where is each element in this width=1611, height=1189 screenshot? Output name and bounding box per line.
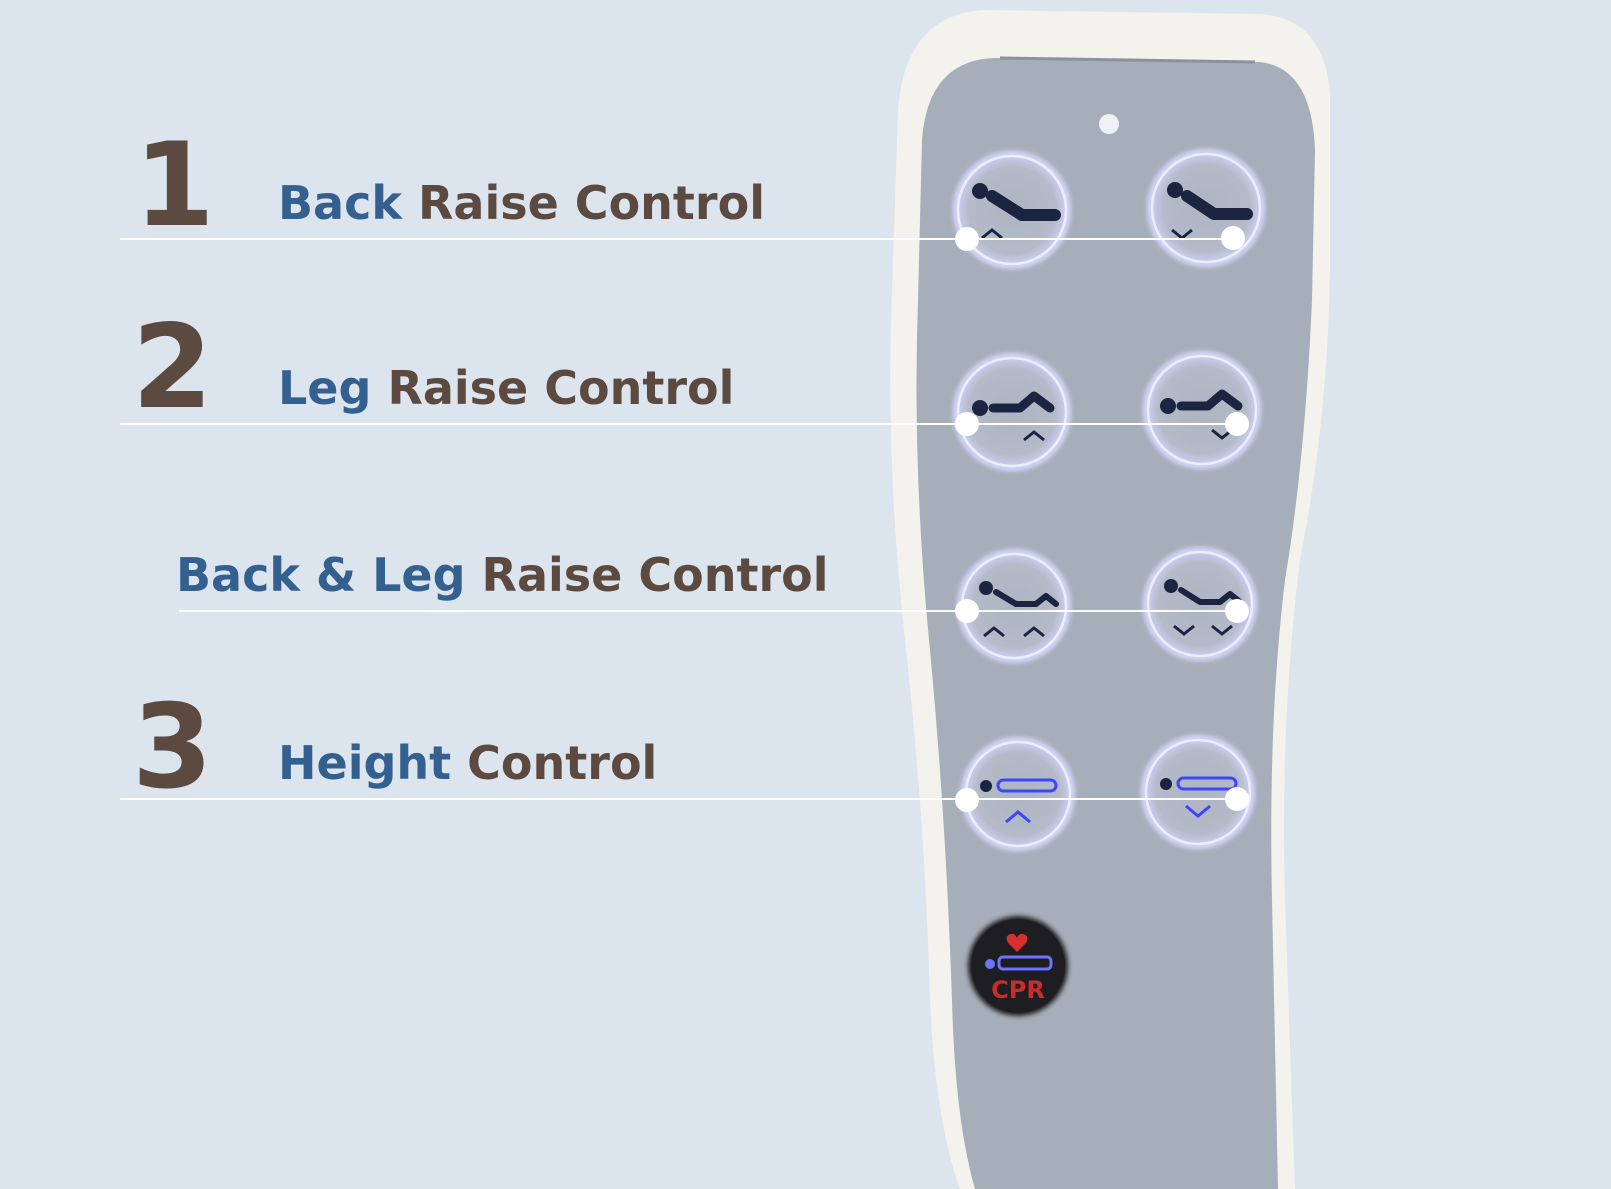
section-number-2: 2	[132, 300, 213, 435]
section-number-3: 3	[132, 680, 213, 815]
height-up-icon[interactable]	[961, 737, 1075, 851]
leg-raise-up-icon[interactable]	[953, 353, 1071, 471]
cpr-label: CPR	[991, 976, 1045, 1004]
leader-line-leg	[120, 412, 1249, 436]
back-leg-raise-up-icon[interactable]	[957, 549, 1071, 663]
section-label-leg-raise: Leg Raise Control	[278, 365, 734, 411]
leader-line-back-leg	[179, 599, 1249, 623]
label-rest: Control	[451, 736, 658, 790]
heart-icon	[1006, 933, 1028, 952]
status-led-icon	[1099, 114, 1119, 134]
label-highlight: Back & Leg	[176, 548, 466, 602]
section-number-1: 1	[134, 118, 215, 253]
section-label-height: Height Control	[278, 740, 657, 786]
label-highlight: Back	[278, 176, 402, 230]
section-label-back-leg-raise: Back & Leg Raise Control	[176, 552, 829, 598]
label-rest: Raise Control	[371, 361, 735, 415]
label-highlight: Leg	[278, 361, 372, 415]
back-raise-up-icon[interactable]	[953, 151, 1071, 269]
label-rest: Raise Control	[401, 176, 765, 230]
leader-line-height	[120, 787, 1249, 812]
remote-face	[916, 58, 1315, 1189]
leg-raise-down-icon[interactable]	[1143, 351, 1261, 469]
back-leg-raise-down-icon[interactable]	[1143, 547, 1257, 661]
label-rest: Raise Control	[465, 548, 829, 602]
section-label-back-raise: Back Raise Control	[278, 180, 765, 226]
back-raise-down-icon[interactable]	[1147, 149, 1265, 267]
cpr-button[interactable]: CPR	[968, 916, 1068, 1016]
leader-line-back	[120, 226, 1245, 251]
label-highlight: Height	[278, 736, 452, 790]
height-down-icon[interactable]	[1141, 735, 1255, 849]
